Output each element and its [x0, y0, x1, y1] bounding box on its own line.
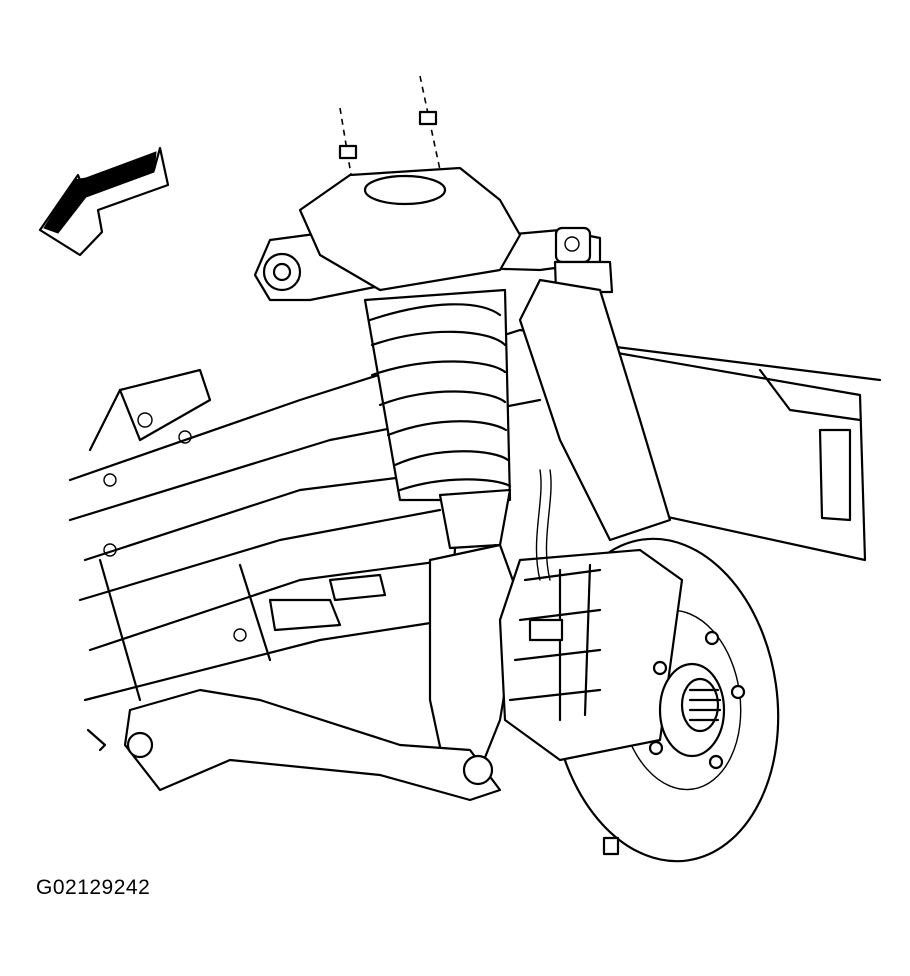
brake-caliper	[498, 548, 684, 762]
brake-hose	[535, 469, 552, 581]
front-direction-arrow-icon	[38, 146, 170, 257]
steering-knuckle	[428, 278, 672, 772]
coil-spring	[363, 288, 512, 502]
lower-control-arm	[86, 688, 502, 802]
spring-tower	[298, 166, 522, 292]
figure-id-label: G02129242	[36, 876, 151, 899]
wheel-hub	[602, 630, 746, 856]
